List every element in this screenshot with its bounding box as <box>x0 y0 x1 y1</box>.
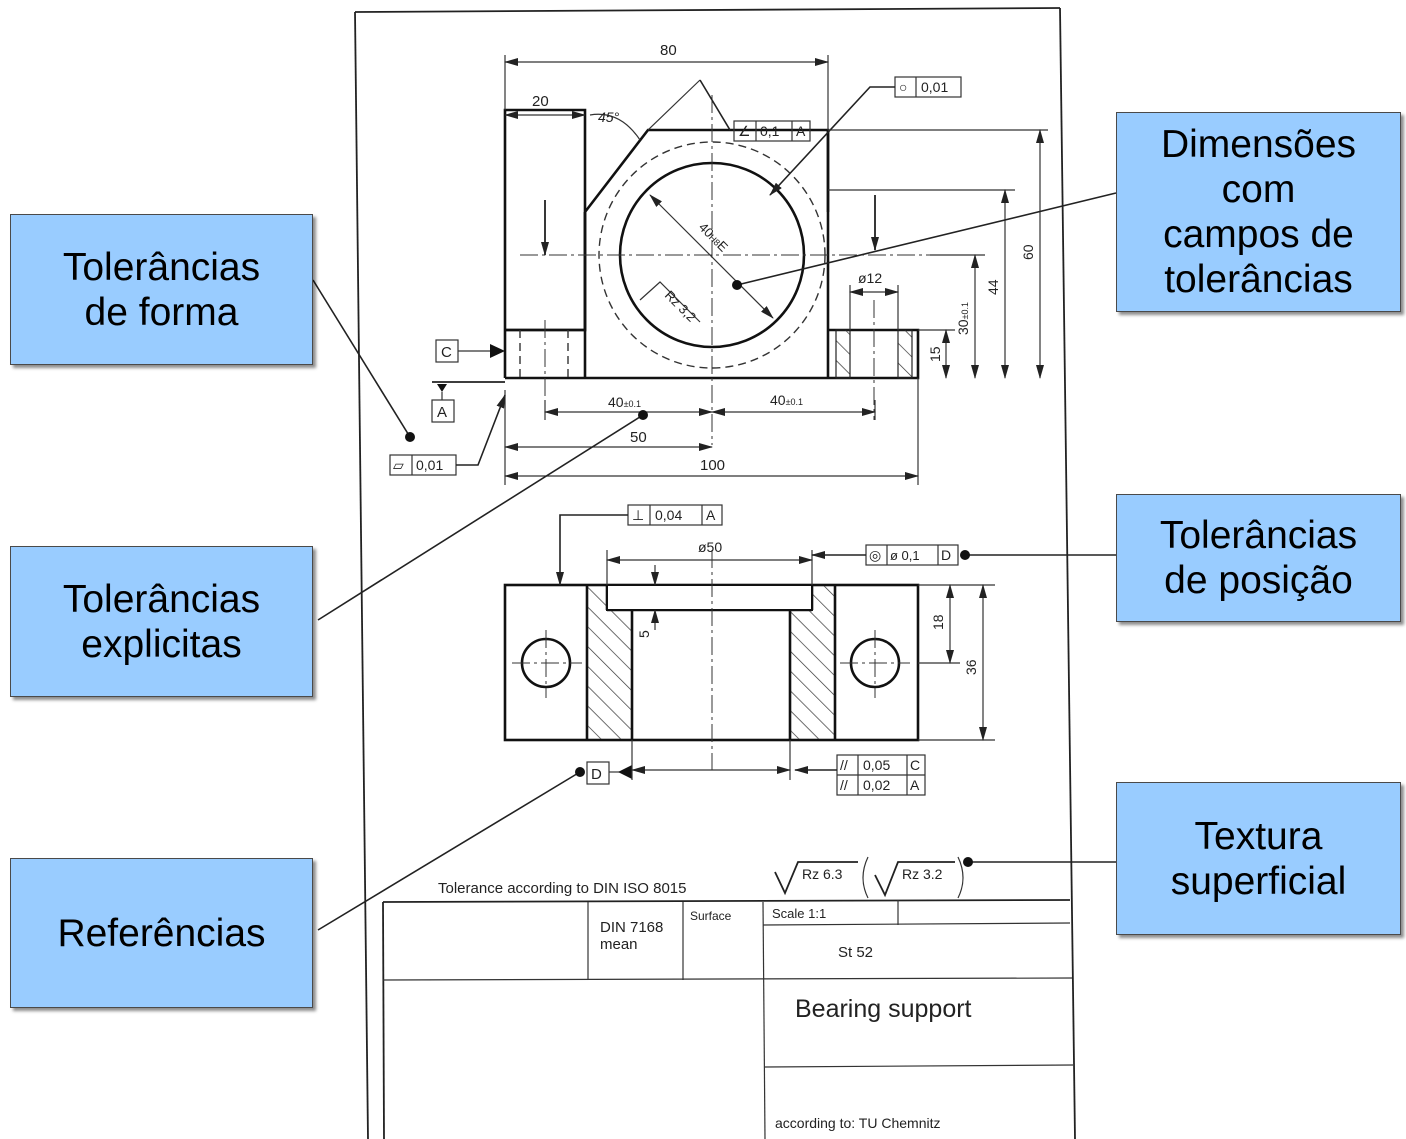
sheet-border <box>354 7 1076 1139</box>
roughness-symbols: Rz 6.3 Rz 3.2 <box>774 856 964 899</box>
svg-text:○: ○ <box>899 79 907 95</box>
dim-80: 80 <box>660 42 677 59</box>
datum-d: D <box>586 761 632 785</box>
svg-text:A: A <box>910 777 920 793</box>
svg-text:0,02: 0,02 <box>863 777 890 793</box>
dim-36: 36 <box>963 659 979 675</box>
svg-text:C: C <box>441 344 452 361</box>
title-block: DIN 7168 mean Surface Scale 1:1 St 52 Be… <box>382 899 1074 1139</box>
svg-text:◎: ◎ <box>869 547 881 563</box>
svg-text:0,04: 0,04 <box>655 507 682 523</box>
surface-label: Surface <box>690 909 732 923</box>
dim-15: 15 <box>927 346 943 362</box>
parallelism-frame: // 0,05 C // 0,02 A <box>836 754 926 796</box>
dim-20: 20 <box>532 93 549 110</box>
angularity-frame: ∠ 0,1 A <box>733 120 811 142</box>
svg-text:0,05: 0,05 <box>863 757 890 773</box>
dim-44: 44 <box>985 279 1001 295</box>
svg-text:0,1: 0,1 <box>760 123 780 139</box>
svg-text:0,01: 0,01 <box>416 457 443 473</box>
roughness-bore: Rz 3,2 <box>662 288 699 325</box>
material-label: St 52 <box>838 944 873 961</box>
datum-a: A <box>431 399 455 423</box>
svg-text:D: D <box>591 766 602 783</box>
circularity-frame: ○ 0,01 <box>894 76 962 98</box>
svg-text://: // <box>840 757 848 773</box>
svg-text:D: D <box>941 547 951 563</box>
dim-40-left: 40±0.1 <box>608 394 641 410</box>
svg-text:Rz 3.2: Rz 3.2 <box>902 866 943 882</box>
svg-text:ø 0,1: ø 0,1 <box>890 548 920 563</box>
top-view: 80 20 45° ∠ 0,1 A ○ 0,01 40H8E Rz 3,2 <box>389 42 1048 485</box>
dim-phi50: ø50 <box>698 539 722 555</box>
bore-dim: 40H8E <box>696 220 731 255</box>
drawing-title: Bearing support <box>795 995 972 1023</box>
callout-surface-texture: Textura superficial <box>1116 782 1401 935</box>
angle-45: 45° <box>598 109 620 125</box>
tolerance-note: Tolerance according to DIN ISO 8015 <box>438 880 686 897</box>
callout-references: Referências <box>10 858 313 1008</box>
source-label: according to: TU Chemnitz <box>775 1115 940 1131</box>
svg-text://: // <box>840 777 848 793</box>
svg-text:▱: ▱ <box>393 457 404 473</box>
dim-60: 60 <box>1020 244 1036 260</box>
coaxiality-frame: ◎ ø 0,1 D <box>865 544 959 566</box>
callout-explicit-tolerances: Tolerâncias explicitas <box>10 546 313 697</box>
dim-18: 18 <box>930 614 946 630</box>
dim-100: 100 <box>700 457 725 474</box>
svg-text:0,01: 0,01 <box>921 79 948 95</box>
datum-c: C <box>435 339 505 363</box>
callout-form-tolerances: Tolerâncias de forma <box>10 214 313 365</box>
dim-50: 50 <box>630 429 647 446</box>
svg-text:⊥: ⊥ <box>632 507 644 523</box>
svg-text:∠: ∠ <box>738 123 751 139</box>
mean-label: mean <box>600 936 638 953</box>
dim-phi12: ø12 <box>858 270 882 286</box>
svg-text:A: A <box>437 404 447 421</box>
dim-5: 5 <box>636 630 652 638</box>
front-view: ⊥ 0,04 A ø50 ◎ ø 0,1 D 5 18 36 <box>503 504 995 796</box>
svg-text:Rz 6.3: Rz 6.3 <box>802 866 843 882</box>
flatness-frame: ▱ 0,01 <box>389 454 457 476</box>
callout-position-tolerances: Tolerâncias de posição <box>1116 494 1401 622</box>
svg-text:A: A <box>706 507 716 523</box>
callout-leaders <box>312 192 1117 931</box>
dim-30: 30±0.1 <box>955 302 971 335</box>
svg-text:C: C <box>910 757 920 773</box>
svg-text:A: A <box>796 123 806 139</box>
callout-dimensions-tolerance-fields: Dimensões com campos de tolerâncias <box>1116 112 1401 312</box>
perpendicularity-frame: ⊥ 0,04 A <box>627 504 723 526</box>
dim-40-right: 40±0.1 <box>770 392 803 408</box>
scale-label: Scale 1:1 <box>772 906 826 921</box>
din-label: DIN 7168 <box>600 919 663 936</box>
